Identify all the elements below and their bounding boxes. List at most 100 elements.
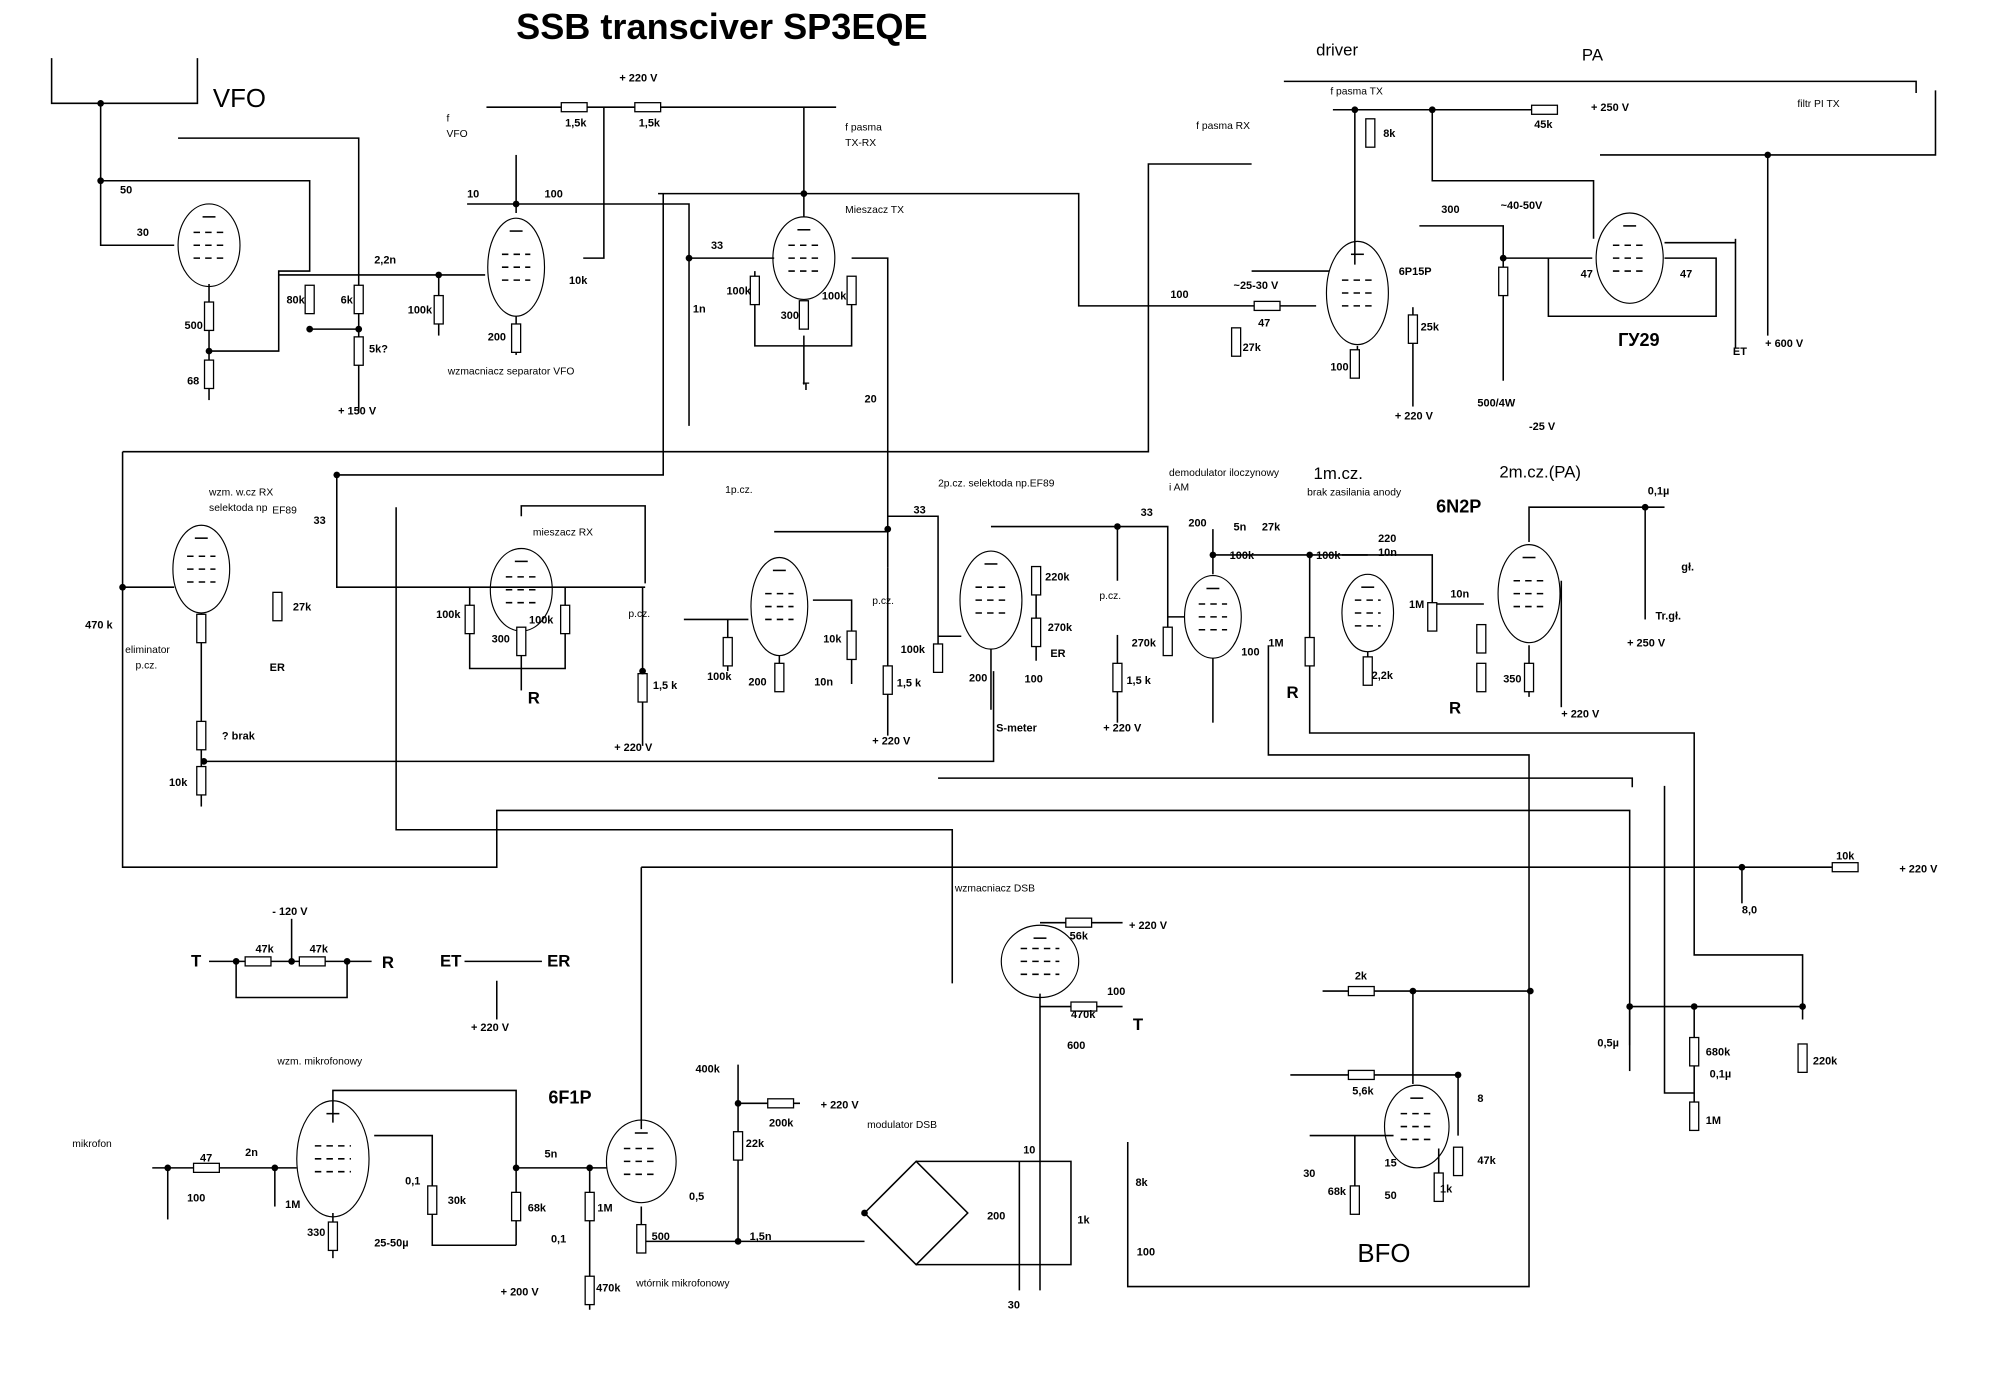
component-label: + 250 V	[1591, 102, 1630, 114]
component-label: 1n	[693, 303, 706, 315]
junction-dot	[288, 958, 295, 965]
demodulator-tube	[1183, 575, 1242, 659]
component-label: + 220 V	[471, 1022, 510, 1034]
component-label: selektoda np	[209, 503, 268, 514]
bfo-tube	[1383, 1084, 1450, 1169]
component-label: + 200 V	[501, 1287, 540, 1299]
resistor	[196, 613, 207, 644]
component-label: 500/4W	[1477, 398, 1515, 410]
component-label: 80k	[286, 294, 305, 306]
component-label: p.cz.	[628, 609, 650, 620]
resistor	[1407, 314, 1419, 344]
component-label: 2k	[1355, 970, 1368, 982]
resistor	[1476, 623, 1487, 654]
component-label: 270k	[1132, 638, 1157, 650]
component-label: ET	[440, 952, 462, 971]
component-label: 5,6k	[1352, 1085, 1374, 1097]
resistor	[1433, 1172, 1444, 1203]
junction-dot	[97, 177, 104, 185]
resistor	[1476, 662, 1487, 693]
rx-rf-amp-tube	[172, 524, 231, 614]
component-label: ER	[547, 952, 570, 971]
wire	[374, 1134, 517, 1247]
component-label: filtr PI TX	[1797, 99, 1839, 110]
component-label: 1,5n	[750, 1231, 772, 1243]
resistor	[1347, 985, 1375, 997]
resistor	[196, 765, 207, 796]
component-label: 100	[1107, 986, 1125, 998]
wire	[1341, 554, 1434, 620]
section-bfo: BFO	[1357, 1240, 1410, 1268]
junction-dot	[1114, 523, 1121, 530]
wire	[1600, 90, 1937, 156]
junction-dot	[119, 583, 126, 591]
component-label: 100k	[726, 285, 751, 297]
resistor	[1831, 862, 1859, 873]
component-label: p.cz.	[872, 596, 894, 607]
resistor	[1689, 1101, 1700, 1132]
resistor	[1070, 1001, 1098, 1012]
tube-6n2p-label: 6N2P	[1436, 496, 1481, 516]
resistor	[353, 336, 364, 366]
component-label: 10n	[814, 676, 833, 688]
wire	[203, 671, 995, 763]
wire	[520, 505, 646, 584]
component-label: mikrofon	[72, 1139, 112, 1150]
component-label: 200	[1188, 518, 1206, 530]
component-label: 10k	[569, 275, 588, 287]
resistor	[272, 591, 283, 622]
component-label: 25-50µ	[374, 1238, 408, 1250]
resistor	[203, 359, 215, 390]
component-label: wzm. mikrofonowy	[276, 1057, 363, 1068]
component-label: 680k	[1706, 1047, 1731, 1059]
resistor	[196, 720, 207, 751]
component-label: 100k	[1230, 550, 1255, 562]
component-label: 200	[748, 676, 766, 688]
component-label: 8,0	[1742, 905, 1757, 917]
component-label: ER	[1050, 648, 1065, 660]
resistor	[464, 604, 475, 635]
component-label: R	[528, 688, 540, 707]
wire	[658, 192, 1317, 307]
junction-dot	[1526, 987, 1534, 995]
component-label: + 220 V	[1561, 709, 1600, 721]
component-label: T	[803, 381, 810, 393]
component-label: 300	[1441, 204, 1459, 216]
component-label: wzmacniacz DSB	[954, 884, 1035, 895]
junction-dot	[1626, 1003, 1634, 1010]
component-label: VFO	[446, 129, 467, 140]
if2-tube	[959, 550, 1023, 650]
wire	[395, 507, 954, 984]
resistor	[1689, 1036, 1700, 1067]
section-driver: driver	[1316, 41, 1358, 60]
components	[97, 99, 1859, 1306]
junction-dot	[1499, 254, 1507, 262]
component-label: 100	[545, 189, 563, 201]
wire	[887, 515, 939, 659]
component-label: 30	[1303, 1168, 1315, 1180]
component-label: 1M	[597, 1203, 612, 1215]
resistor	[1112, 662, 1123, 693]
component-label: + 220 V	[1899, 863, 1938, 875]
component-label: 200	[488, 332, 506, 344]
resistor	[1304, 636, 1315, 667]
component-label: 10k	[1836, 850, 1855, 862]
wire	[851, 257, 889, 530]
junction-dot	[333, 471, 341, 479]
component-label: 10n	[1378, 547, 1397, 559]
junction-dot	[1690, 1003, 1698, 1010]
component-label: 2,2k	[1372, 670, 1394, 682]
component-label: 25k	[1421, 321, 1440, 333]
mic-follower-tube	[605, 1119, 677, 1204]
component-label: 0,1µ	[1710, 1069, 1732, 1081]
junction-dot	[512, 1164, 520, 1172]
component-label: Tr.gł.	[1655, 610, 1681, 622]
wire	[178, 137, 360, 414]
component-label: 0,5µ	[1597, 1038, 1619, 1050]
component-label: + 220 V	[614, 742, 653, 754]
component-label: 56k	[1070, 930, 1089, 942]
resistor	[298, 956, 326, 967]
resistor	[722, 636, 733, 667]
component-label: p.cz.	[135, 660, 157, 671]
component-label: S-meter	[996, 723, 1038, 735]
